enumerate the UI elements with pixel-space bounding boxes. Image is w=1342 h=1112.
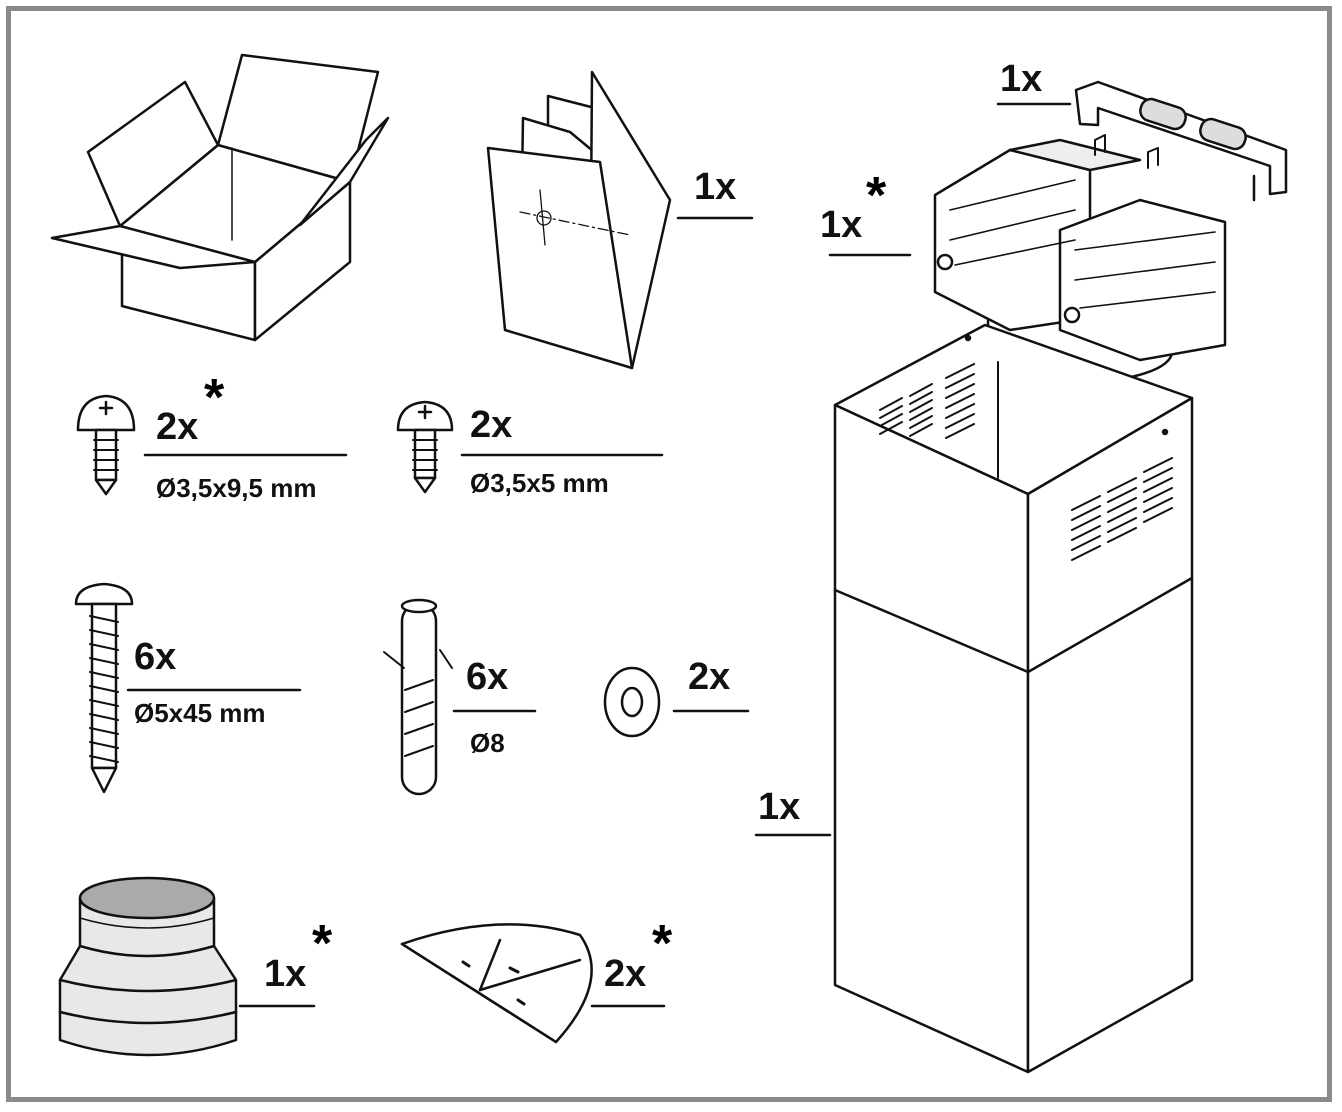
bracket-qty-label: 1x [1000, 58, 1043, 100]
chimney-qty-label: 1x [758, 786, 801, 828]
long-screw-qty-label: 6x [134, 636, 177, 678]
reducer-note-mark: * [312, 915, 333, 973]
chimney-icon [833, 323, 1194, 1074]
wall-plug-qty-label: 6x [466, 656, 509, 698]
manual-booklet-icon [486, 70, 672, 370]
washer-qty-label: 2x [688, 656, 731, 698]
leader-lines [126, 102, 1072, 1008]
damper-note-mark: * [652, 915, 673, 973]
screw-icon [76, 394, 136, 496]
reducer-qty-label: 1x [264, 953, 307, 995]
wall-plug-icon [383, 598, 453, 796]
fan-motor-icon [933, 134, 1227, 384]
screw-icon [396, 400, 454, 494]
screw-a-size-label: Ø3,5x9,5 mm [156, 473, 317, 503]
manual-qty-label: 1x [694, 166, 737, 208]
screw-a-note-mark: * [204, 369, 225, 427]
screw-a-qty-label: 2x [156, 406, 199, 448]
long-screw-size-label: Ø5x45 mm [134, 698, 266, 728]
fan-unit-note-mark: * [866, 167, 887, 225]
wall-bracket-icon [1074, 80, 1288, 202]
long-screw-icon [74, 582, 134, 794]
damper-qty-label: 2x [604, 953, 647, 995]
damper-icon [400, 923, 593, 1044]
screw-b-qty-label: 2x [470, 404, 513, 446]
fan-unit-qty-label: 1x [820, 204, 863, 246]
cardboard-box-icon [50, 53, 390, 342]
screw-b-size-label: Ø3,5x5 mm [470, 468, 609, 498]
reducer-icon [58, 876, 238, 1057]
washer-icon [603, 666, 661, 738]
wall-plug-size-label: Ø8 [470, 728, 505, 758]
